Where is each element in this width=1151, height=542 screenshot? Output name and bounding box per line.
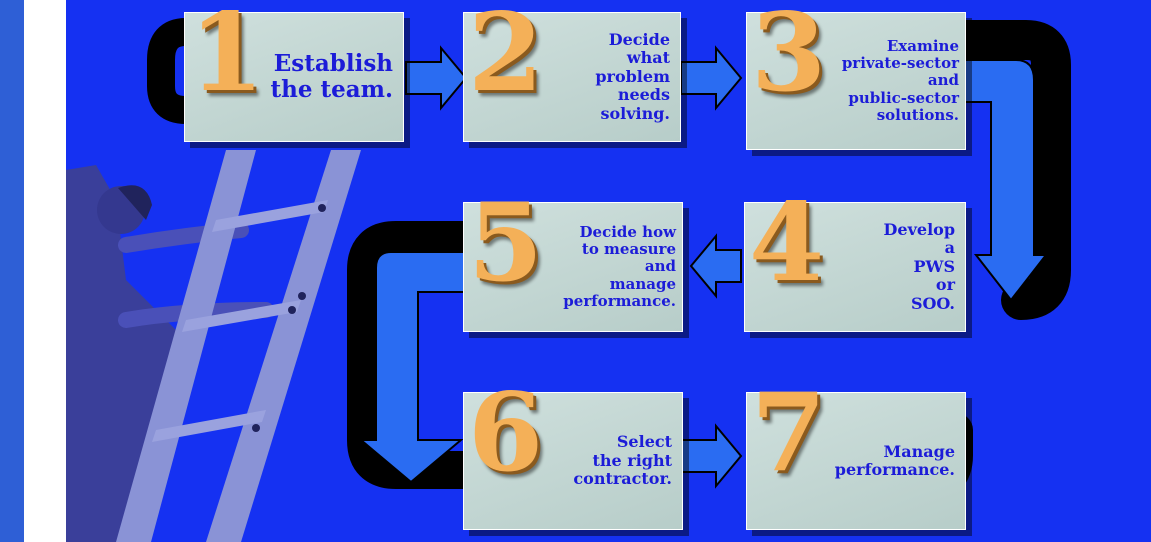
step-box-6: 6 Select the right contractor. <box>463 379 683 530</box>
step-number: 5 <box>468 180 544 306</box>
step-text: Select the right contractor. <box>573 432 672 489</box>
arrow-3-to-4 <box>960 59 1049 302</box>
step-text: Manage performance. <box>834 441 955 479</box>
step-text: Develop a PWS or SOO. <box>883 220 955 313</box>
left-accent-bar <box>0 0 24 542</box>
step-text: Examine private-sector and public-sector… <box>841 36 959 124</box>
step-box-5: 5 Decide how to measure and manage perfo… <box>463 189 683 332</box>
arrow-1-to-2 <box>405 45 468 111</box>
step-box-3: 3 Examine private-sector and public-sect… <box>746 0 966 150</box>
step-text: Decide what problem needs solving. <box>595 30 670 123</box>
step-box-7: 7 Manage performance. <box>746 379 966 530</box>
step-box-4: 4 Develop a PWS or SOO. <box>744 189 966 332</box>
arrow-2-to-3 <box>680 45 743 111</box>
step-text: Decide how to measure and manage perform… <box>563 222 676 310</box>
flow-arrows <box>358 45 1049 489</box>
arrow-4-to-5 <box>689 233 742 299</box>
step-number: 3 <box>751 0 827 116</box>
step-box-1: 1 Establish the team. <box>184 0 404 142</box>
step-number: 6 <box>468 370 544 496</box>
step-number: 2 <box>468 0 544 116</box>
arrow-5-to-6 <box>358 251 465 484</box>
step-number: 7 <box>751 370 827 496</box>
ladder-illustration <box>66 150 361 542</box>
step-number: 1 <box>189 0 265 116</box>
diagram-canvas: 1 Establish the team. 2 Decide what prob… <box>66 0 1151 542</box>
arrow-6-to-7 <box>680 423 743 489</box>
step-number: 4 <box>749 180 825 306</box>
step-box-2: 2 Decide what problem needs solving. <box>463 0 681 142</box>
step-text: Establish the team. <box>270 49 394 103</box>
